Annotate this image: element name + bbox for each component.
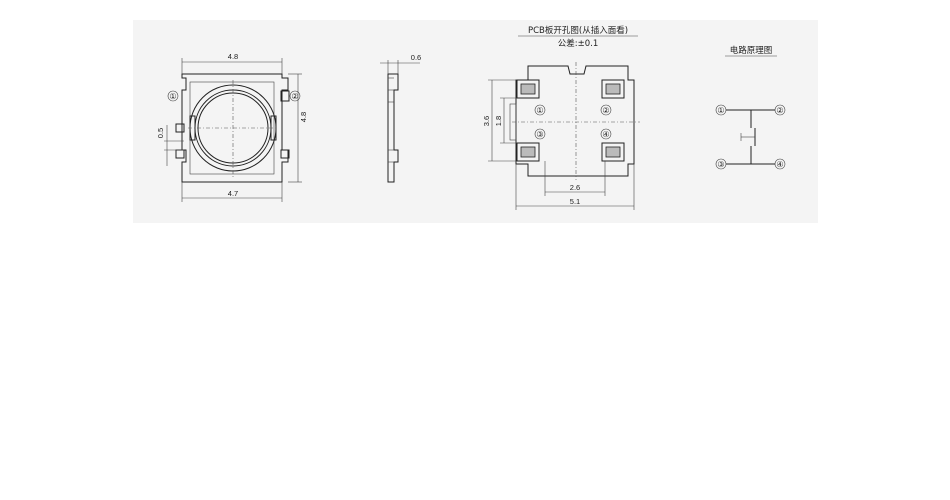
terminal-left	[175, 123, 185, 133]
terminal-bottom-left	[175, 149, 185, 159]
side-view: 0.6	[380, 53, 421, 183]
dim-outer-width: 5.1	[570, 197, 580, 206]
drawing-sheet	[133, 20, 818, 223]
pcb-pin-4-label: ④	[602, 130, 609, 139]
pcb-layout: PCB板开孔图(从插入面看) 公差:±0.1 ① ② ③	[482, 25, 640, 210]
side-profile	[387, 73, 399, 183]
front-view: 4.8 4.8 4.7 0.5 ① ②	[156, 52, 308, 202]
dim-height: 4.8	[299, 112, 308, 122]
schematic-pin-4: ④	[776, 160, 783, 169]
pin-1-label: ①	[169, 92, 176, 101]
pad-top-left	[516, 79, 540, 99]
pcb-tolerance: 公差:±0.1	[558, 38, 599, 49]
pin-1-marker	[167, 90, 179, 102]
dim-thickness: 0.6	[411, 53, 421, 62]
pad-top-right	[601, 79, 625, 99]
pcb-outline	[515, 65, 635, 177]
pin-2-marker	[289, 90, 301, 102]
pad-bottom-right	[601, 142, 625, 162]
schematic-pin-1: ①	[717, 106, 724, 115]
dim-top-width: 4.8	[228, 52, 238, 61]
pcb-pin-3-label: ③	[536, 130, 543, 139]
dim-outer-height: 3.6	[482, 116, 491, 126]
schematic-title: 电路原理图	[730, 45, 773, 56]
pin-2-label: ②	[291, 92, 298, 101]
pad-bottom-left	[516, 142, 540, 162]
dim-pin-gap: 0.5	[156, 128, 165, 138]
dim-inner-width: 2.6	[570, 183, 580, 192]
terminal-top-right	[280, 90, 290, 102]
schematic-pin-3: ③	[717, 160, 724, 169]
pcb-pin-1-label: ①	[536, 106, 543, 115]
dim-bottom-width: 4.7	[228, 189, 238, 198]
terminal-bottom-right	[280, 149, 290, 159]
pcb-pin-2-label: ②	[602, 106, 609, 115]
pcb-title: PCB板开孔图(从插入面看)	[528, 25, 628, 36]
circuit-schematic: 电路原理图 ① ② ③ ④	[715, 45, 786, 170]
schematic-pin-2: ②	[776, 106, 783, 115]
dim-inner-height: 1.8	[494, 116, 503, 126]
